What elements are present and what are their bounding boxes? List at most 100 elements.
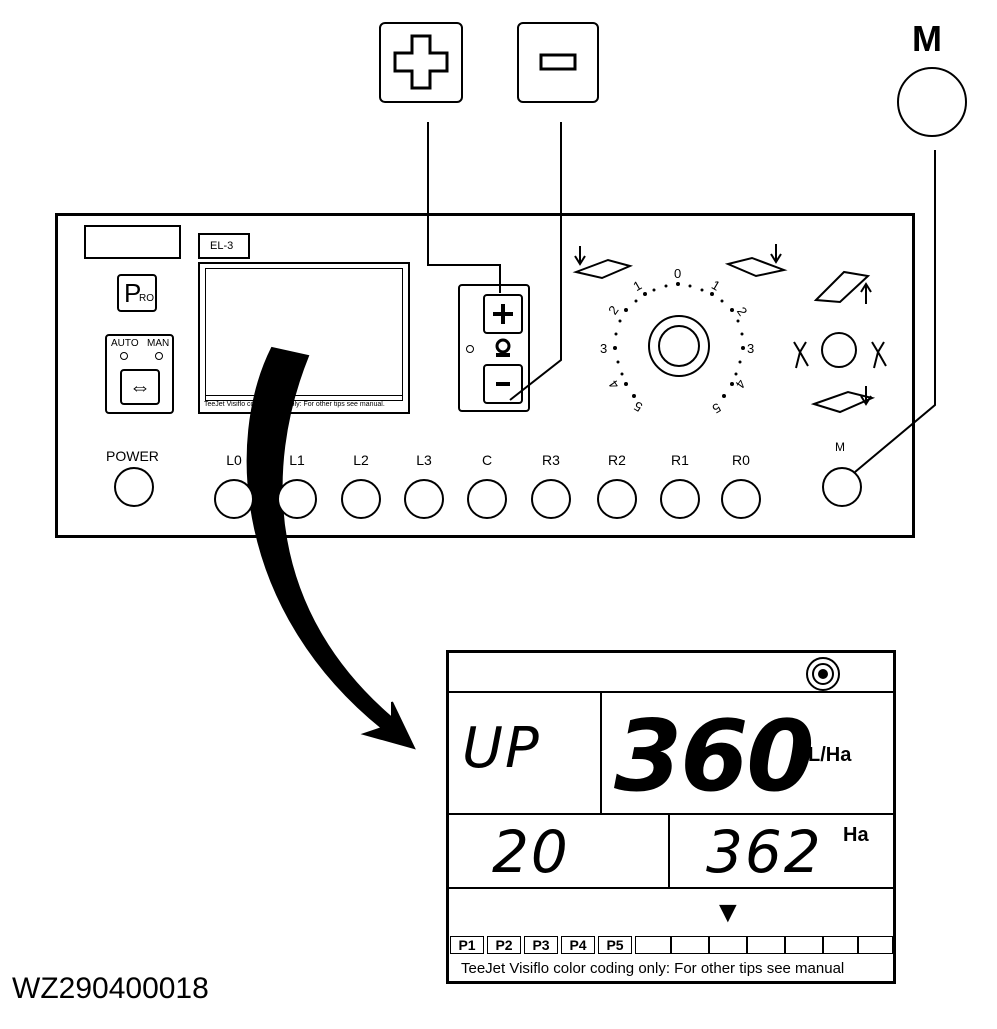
dial-number-right-5: 5 — [710, 400, 724, 417]
curved-arrow-icon — [246, 346, 416, 750]
section-button-r0[interactable] — [721, 479, 761, 519]
dial-number-left-2: 2 — [605, 303, 621, 318]
preset-cell-p1: P1 — [450, 936, 484, 954]
target-icon — [806, 657, 840, 691]
section-label-l1: L1 — [289, 452, 305, 468]
pro-label-main: P — [124, 278, 142, 308]
section-label-r2: R2 — [608, 452, 626, 468]
m-key-large[interactable] — [897, 67, 967, 137]
preset-cell-empty — [671, 936, 709, 954]
lcd-divider-h1 — [449, 813, 893, 815]
boom-up-icon — [813, 270, 872, 304]
preset-cell-empty — [747, 936, 785, 954]
label-plate — [84, 225, 181, 259]
panel-plus-button[interactable] — [483, 294, 523, 334]
dial-number-left-1: 1 — [631, 277, 645, 294]
boom-down-icon — [810, 386, 876, 414]
boom-lift-controls — [793, 270, 887, 414]
dial-number-right-2: 2 — [734, 304, 750, 319]
preset-cell-empty — [635, 936, 671, 954]
lcd-speed-value: 20 — [492, 818, 570, 886]
panel-minus-button[interactable] — [483, 364, 523, 404]
boom-fold-right-icon — [871, 341, 887, 369]
boom-dial-area: 0 1 2 3 4 5 1 2 3 4 5 — [572, 244, 788, 417]
adjust-group — [458, 284, 530, 412]
el3-tag: EL-3 — [198, 233, 250, 259]
preset-cell-empty — [709, 936, 747, 954]
plus-icon — [393, 34, 449, 90]
power-label: POWER — [106, 448, 159, 464]
right-boom-down-icon — [724, 244, 788, 278]
section-label-r0: R0 — [732, 452, 750, 468]
minus-key-large[interactable] — [517, 22, 599, 103]
section-label-l2: L2 — [353, 452, 369, 468]
preset-cell-empty — [785, 936, 823, 954]
dial-number-left-5: 5 — [631, 398, 645, 415]
minus-icon — [496, 382, 510, 386]
m-key-label: M — [912, 18, 942, 59]
pro-label-sub: RO — [139, 293, 154, 304]
power-button[interactable] — [114, 467, 154, 507]
lcd-display — [446, 650, 896, 984]
preset-cell-p3: P3 — [524, 936, 558, 954]
plus-key-large[interactable] — [379, 22, 463, 103]
section-button-l1[interactable] — [277, 479, 317, 519]
section-button-l0[interactable] — [214, 479, 254, 519]
preset-cell-p4: P4 — [561, 936, 595, 954]
plus-connector-line — [427, 122, 501, 293]
section-button-l3[interactable] — [404, 479, 444, 519]
section-button-c[interactable] — [467, 479, 507, 519]
preset-cell-p2: P2 — [487, 936, 521, 954]
boom-fold-knob[interactable] — [821, 332, 857, 368]
small-lcd-screen: TeeJet Visiflo color coding only: For ot… — [198, 262, 410, 414]
minus-icon — [539, 53, 577, 71]
dial-scale — [613, 282, 745, 398]
boom-dial-knob[interactable] — [648, 315, 710, 377]
section-button-r2[interactable] — [597, 479, 637, 519]
m-button-label: M — [835, 440, 845, 454]
preset-cell-empty — [823, 936, 858, 954]
pro-button[interactable]: P RO — [117, 274, 157, 312]
dial-number-top: 0 — [674, 266, 681, 281]
left-boom-down-icon — [572, 246, 634, 280]
dial-number-right-4: 4 — [732, 377, 748, 392]
lcd-rate-value: 360 — [614, 700, 815, 814]
auto-label: AUTO — [111, 338, 139, 349]
figure-id: WZ290400018 — [12, 972, 209, 1005]
auto-man-switch[interactable]: AUTO MAN ⇔ — [105, 334, 174, 414]
small-lcd-inner — [205, 268, 403, 396]
lcd-pointer-icon: ▼ — [713, 896, 743, 929]
dial-number-left-3: 3 — [600, 341, 607, 356]
section-label-r1: R1 — [671, 452, 689, 468]
lcd-top-bar — [449, 691, 893, 693]
section-label-l0: L0 — [226, 452, 242, 468]
minus-connector-line — [509, 122, 562, 401]
man-led — [155, 352, 163, 360]
lcd-divider-h2 — [449, 887, 893, 889]
lcd-rate-unit: L/Ha — [808, 744, 852, 766]
section-button-r1[interactable] — [660, 479, 700, 519]
section-button-r3[interactable] — [531, 479, 571, 519]
dial-number-right-3: 3 — [747, 341, 754, 356]
control-panel — [55, 213, 915, 538]
wrench-icon — [495, 338, 511, 357]
toggle-button[interactable]: ⇔ — [120, 369, 160, 405]
lcd-divider-v2 — [668, 814, 670, 888]
m-button[interactable] — [822, 467, 862, 507]
dial-number-left-4: 4 — [606, 377, 622, 392]
section-label-c: C — [481, 452, 493, 468]
lcd-footer: TeeJet Visiflo color coding only: For ot… — [461, 960, 845, 977]
dial-number-right-1: 1 — [709, 277, 723, 294]
boom-fold-left-icon — [793, 341, 809, 369]
section-button-l2[interactable] — [341, 479, 381, 519]
plus-icon — [493, 304, 513, 324]
toggle-arrows-icon: ⇔ — [129, 374, 151, 399]
lcd-divider-v1 — [600, 693, 602, 814]
section-label-l3: L3 — [416, 452, 432, 468]
lcd-area-unit: Ha — [843, 824, 869, 846]
small-lcd-segments — [205, 395, 403, 401]
lcd-mode: UP — [462, 716, 541, 781]
lcd-area-value: 362 — [706, 818, 823, 886]
m-connector-line — [854, 150, 936, 473]
